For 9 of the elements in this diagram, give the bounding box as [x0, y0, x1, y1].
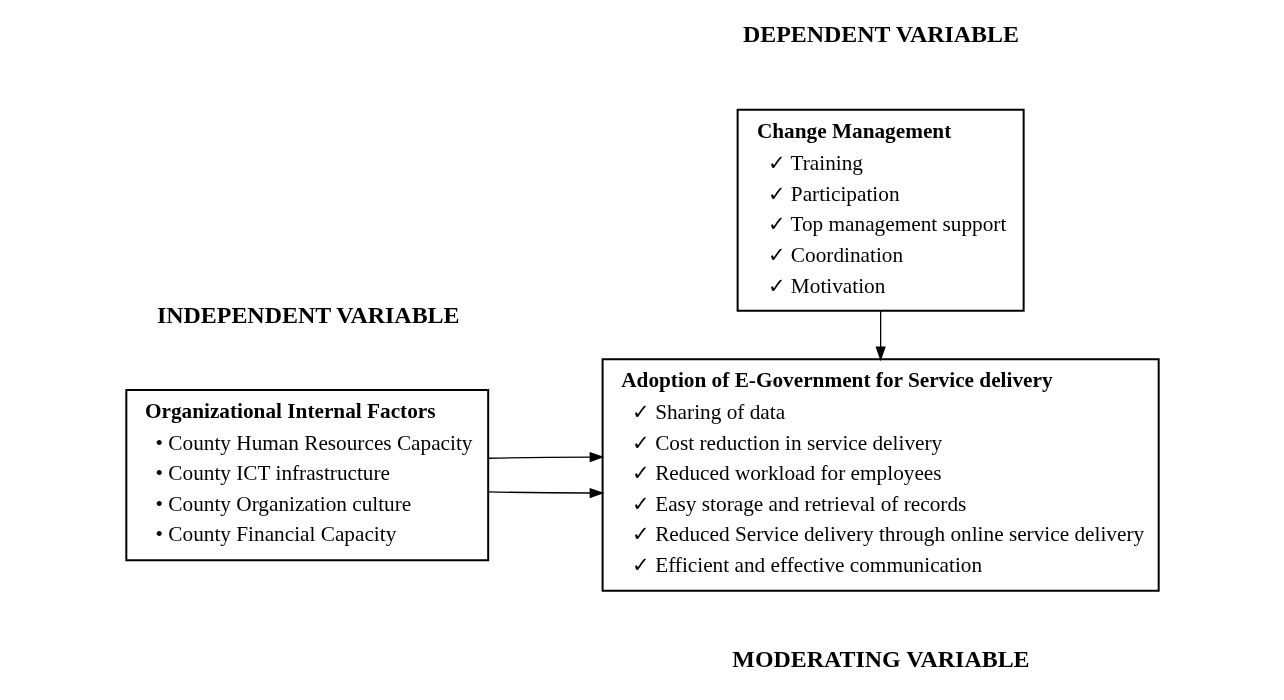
- arrow: [487, 487, 604, 499]
- label: DEPENDENT VARIABLE: [742, 20, 1019, 47]
- node-box: Change Management ✓ Training ✓ Participation ✓ Top management support ✓ Coordination ✓ Motivation: [736, 108, 1025, 312]
- label: INDEPENDENT VARIABLE: [156, 301, 460, 328]
- arrow: [875, 310, 886, 362]
- arrow: [487, 451, 604, 463]
- node-box: Organizational Internal Factors • County Human Resources Capacity • County ICT infrastructure • County Organization culture • County Financial Capacity: [124, 388, 489, 562]
- label: MODERATING VARIABLE: [731, 646, 1030, 673]
- node-box: Adoption of E-Government for Service delivery ✓ Sharing of data ✓ Cost reduction in service delivery ✓ Reduced workload for employees ✓ Easy storage and retrieval of records ✓ Reduced Service delivery through online service delivery ✓ Efficient and effective communication: [601, 358, 1160, 592]
